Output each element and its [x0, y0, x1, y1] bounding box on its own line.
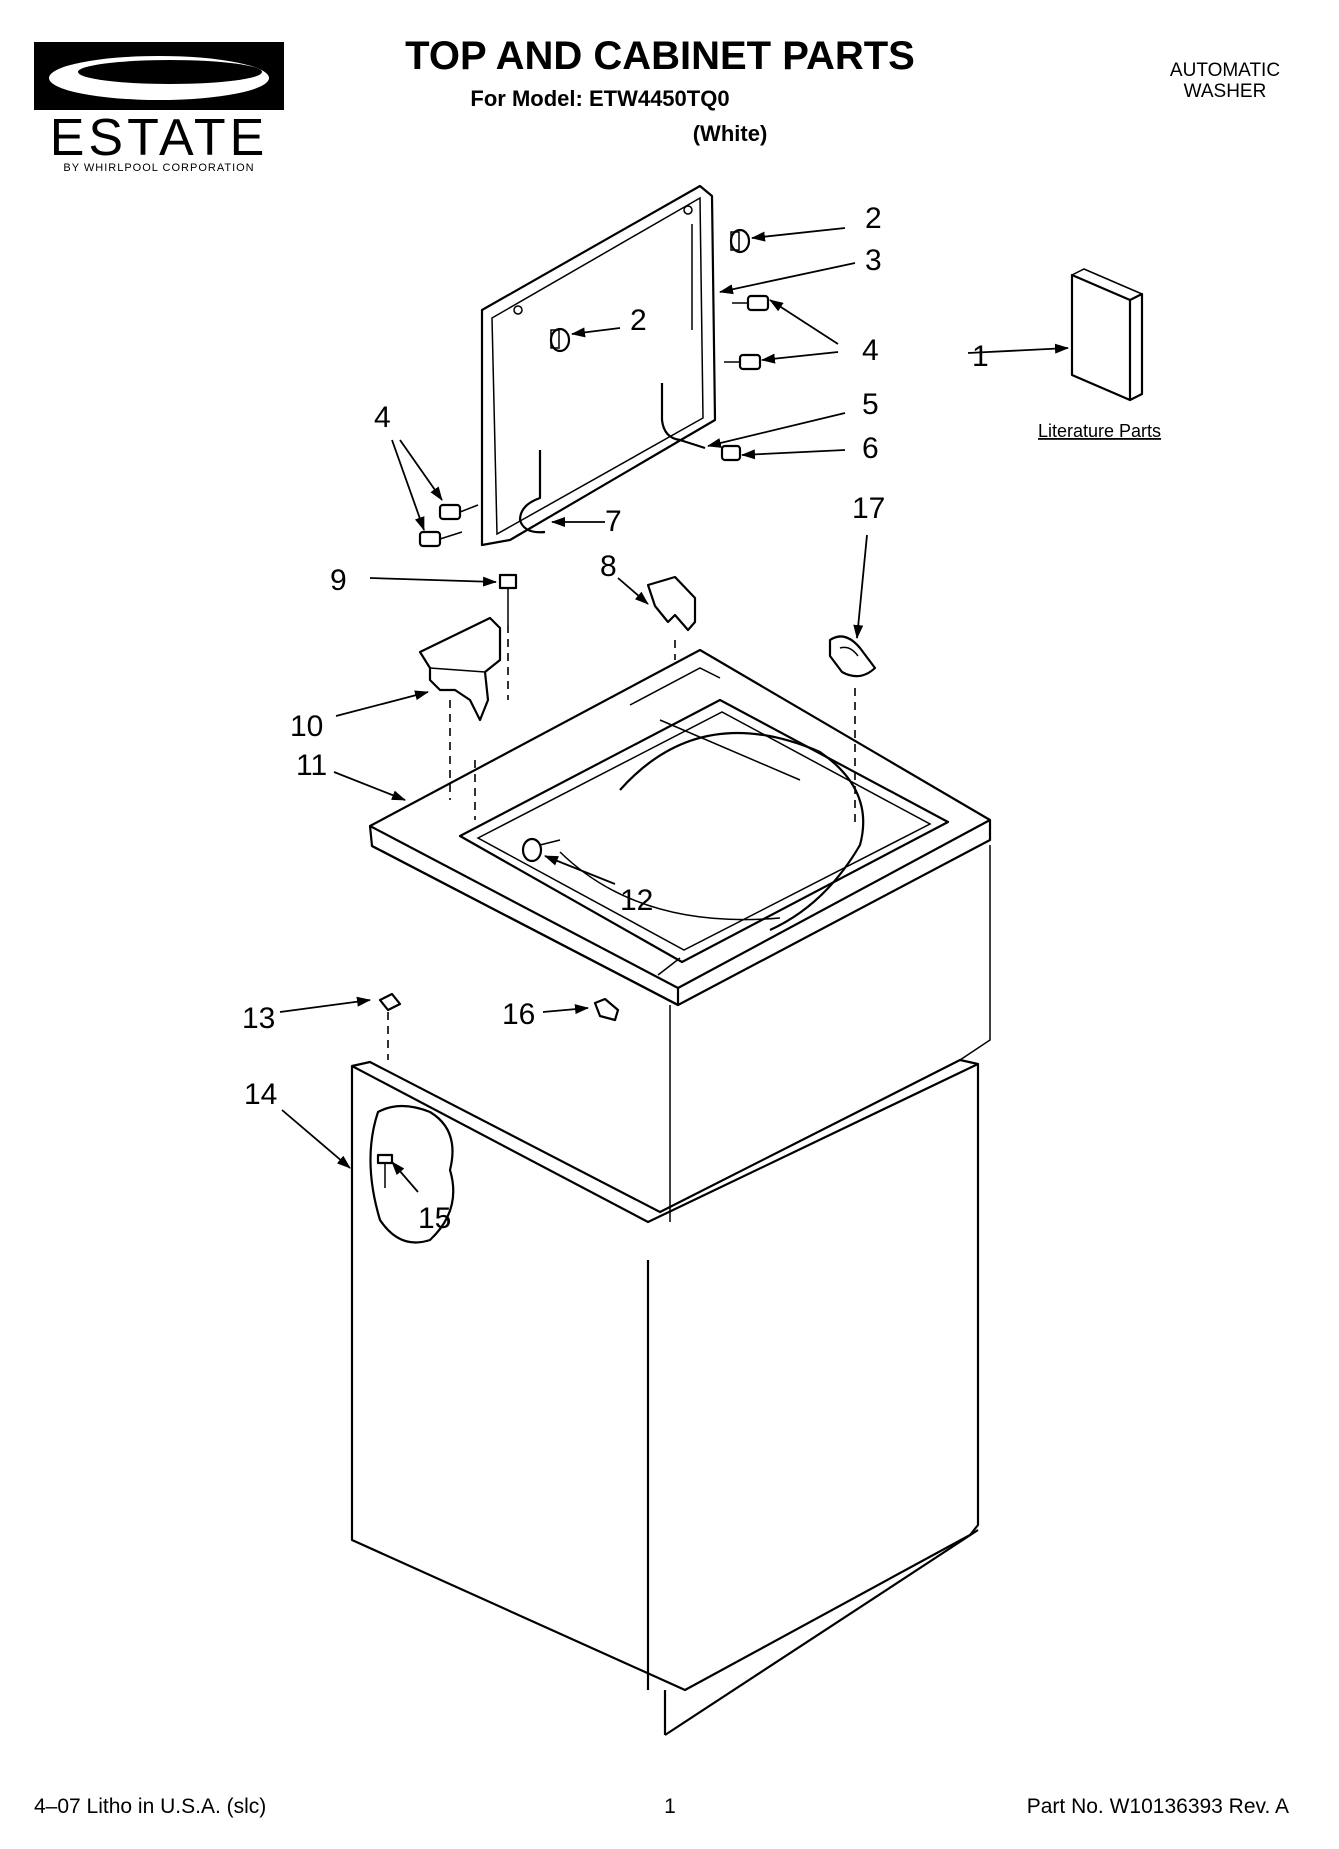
- hinge-screws-right: [724, 294, 770, 371]
- literature-booklet: [1070, 268, 1144, 402]
- callout-16: 16: [502, 998, 535, 1031]
- callout-12: 12: [620, 884, 653, 917]
- appliance-category: AUTOMATIC WASHER: [1169, 60, 1281, 102]
- hinge-clip: [720, 444, 742, 462]
- callout-10: 10: [290, 710, 323, 743]
- color-line: (White): [692, 121, 768, 146]
- lid-bumper-left: [549, 327, 571, 353]
- brand-subtitle: BY WHIRLPOOL CORPORATION: [63, 162, 255, 174]
- callout-13: 13: [242, 1002, 275, 1035]
- callout-11: 11: [296, 749, 327, 782]
- brand-wordmark: ESTATE: [49, 109, 269, 167]
- washer-top: [368, 648, 992, 1007]
- page-title: TOP AND CABINET PARTS: [405, 34, 915, 78]
- model-line: For Model: ETW4450TQ0: [470, 86, 730, 111]
- cabinet-cutaway: [369, 1104, 455, 1244]
- cabinet-screw-16: [593, 997, 620, 1022]
- print-info: 4–07 Litho in U.S.A. (slc): [34, 1795, 267, 1818]
- callout-3: 3: [865, 244, 882, 277]
- lid-switch: [418, 616, 502, 722]
- estate-logo: [34, 42, 284, 110]
- lid-bumper-upper: [729, 228, 751, 254]
- callout-14: 14: [244, 1078, 277, 1111]
- callout-8: 8: [600, 550, 617, 583]
- lid-strike-bracket: [646, 575, 697, 632]
- callout-2-upper: 2: [865, 202, 882, 235]
- hinge-screws-left: [418, 503, 479, 548]
- tub-ring-bumper: [828, 635, 877, 678]
- cabinet: [350, 845, 991, 1736]
- assembly-lines: [387, 625, 856, 1060]
- callout-15: 15: [418, 1202, 451, 1235]
- callout-7: 7: [605, 505, 622, 538]
- lid-hinge-rod-right: [660, 383, 706, 450]
- lid-switch-screw: [498, 573, 518, 625]
- page-number: 1: [664, 1795, 676, 1818]
- callout-1: 1: [972, 340, 989, 373]
- cabinet-clip: [378, 992, 402, 1012]
- lid-hinge-rod-left: [518, 450, 546, 534]
- callout-9: 9: [330, 564, 347, 597]
- callout-17: 17: [852, 492, 885, 525]
- leader-arrows: [279, 227, 1069, 1193]
- callout-6: 6: [862, 432, 879, 465]
- literature-parts-label: Literature Parts: [1038, 421, 1161, 441]
- callout-2-left: 2: [630, 304, 647, 337]
- callout-4-left: 4: [374, 401, 391, 434]
- part-number: Part No. W10136393 Rev. A: [1026, 1795, 1289, 1818]
- callout-numbers: 2 3 2 4 1 5 4 6 17 7 8 9 10 11 12 13 16 …: [242, 202, 989, 1235]
- callout-5: 5: [862, 388, 879, 421]
- callout-4-right: 4: [862, 334, 879, 367]
- lid-frame: [480, 184, 717, 547]
- dispenser-nozzle: [521, 837, 561, 863]
